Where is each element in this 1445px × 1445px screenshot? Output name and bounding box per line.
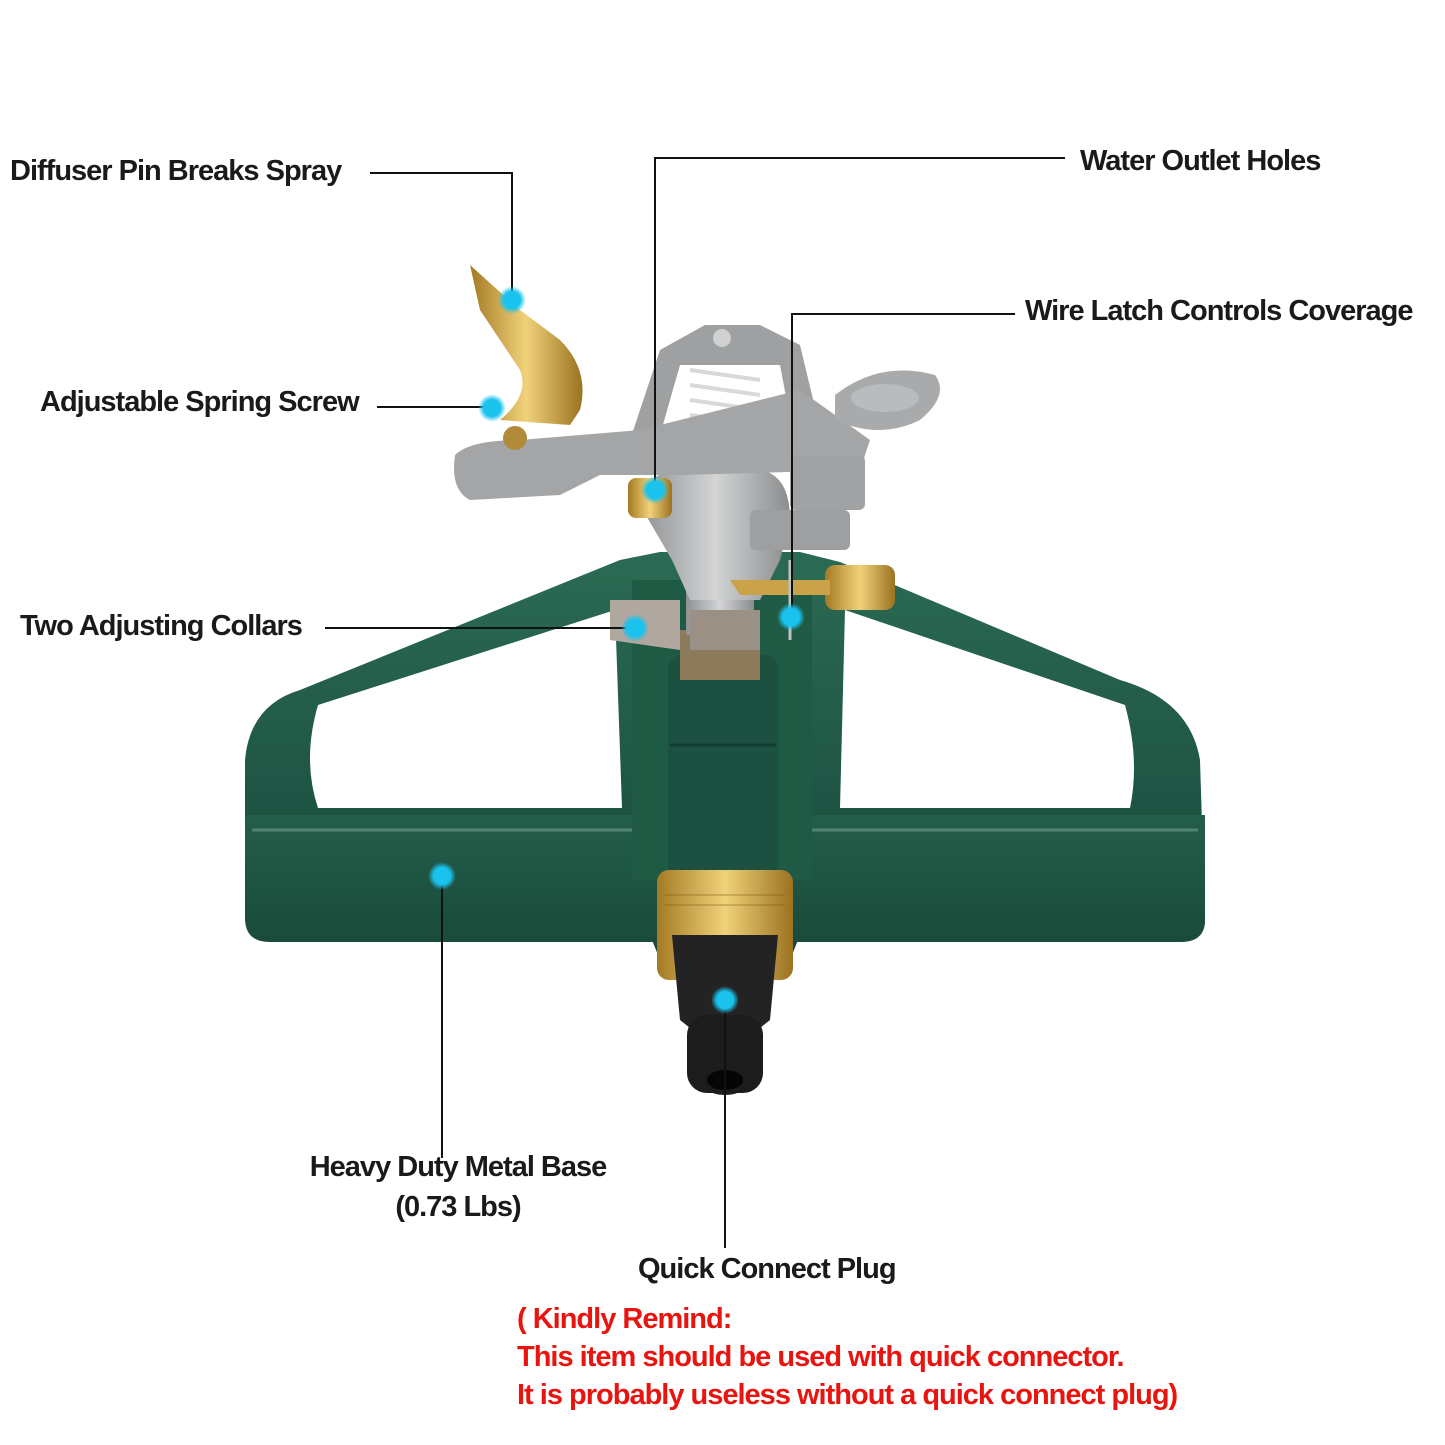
marker-dot-plug <box>711 986 739 1014</box>
label-wire-latch: Wire Latch Controls Coverage <box>1025 295 1413 327</box>
remind-line-1: ( Kindly Remind: <box>517 1303 732 1335</box>
marker-dot-outlet <box>641 476 669 504</box>
label-spring-screw: Adjustable Spring Screw <box>40 386 360 418</box>
marker-dot-spring <box>478 394 506 422</box>
label-metal-base: Heavy Duty Metal Base (0.73 Lbs) <box>296 1151 620 1224</box>
label-quick-plug: Quick Connect Plug <box>638 1253 897 1285</box>
marker-dot-latch <box>777 603 805 631</box>
label-metal-base-weight: (0.73 Lbs) <box>395 1190 521 1223</box>
label-water-outlet: Water Outlet Holes <box>1080 145 1321 177</box>
sprinkler-head <box>454 265 940 680</box>
label-diffuser-pin: Diffuser Pin Breaks Spray <box>10 155 342 187</box>
leader-lines <box>325 157 1065 1248</box>
kindly-remind-note: ( Kindly Remind: This item should be use… <box>517 1300 1178 1414</box>
remind-line-2: This item should be used with quick conn… <box>517 1341 1125 1373</box>
marker-dot-collars <box>621 614 649 642</box>
label-metal-base-title: Heavy Duty Metal Base <box>309 1151 608 1183</box>
remind-line-3: It is probably useless without a quick c… <box>517 1379 1178 1411</box>
marker-dots <box>428 286 805 1014</box>
marker-dot-diffuser <box>498 286 526 314</box>
marker-dot-base <box>428 862 456 890</box>
label-collars: Two Adjusting Collars <box>20 610 303 642</box>
